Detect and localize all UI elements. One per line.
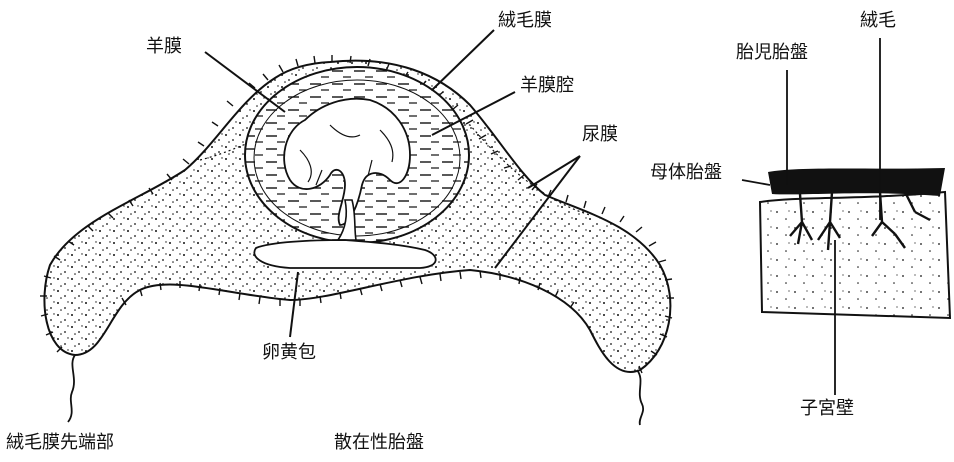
label-yolk-sac: 卵黄包 — [262, 344, 316, 362]
fetal-placenta-band — [768, 168, 945, 196]
right-tail — [637, 370, 643, 425]
left-tail — [68, 355, 75, 422]
label-diffuse-placenta: 散在性胎盤 — [334, 434, 424, 452]
label-maternal-placenta: 母体胎盤 — [650, 164, 722, 182]
label-amniotic-cavity: 羊膜腔 — [520, 77, 574, 95]
label-fetal-placenta: 胎児胎盤 — [736, 44, 808, 62]
label-chorion-tip: 絨毛膜先端部 — [6, 434, 114, 452]
uterine-wall-block — [760, 192, 950, 318]
label-villi: 絨毛 — [860, 12, 896, 30]
label-uterine-wall: 子宮壁 — [800, 400, 854, 418]
label-amnion: 羊膜 — [146, 38, 182, 56]
label-allantois: 尿膜 — [582, 126, 618, 144]
label-chorion: 絨毛膜 — [498, 12, 552, 30]
